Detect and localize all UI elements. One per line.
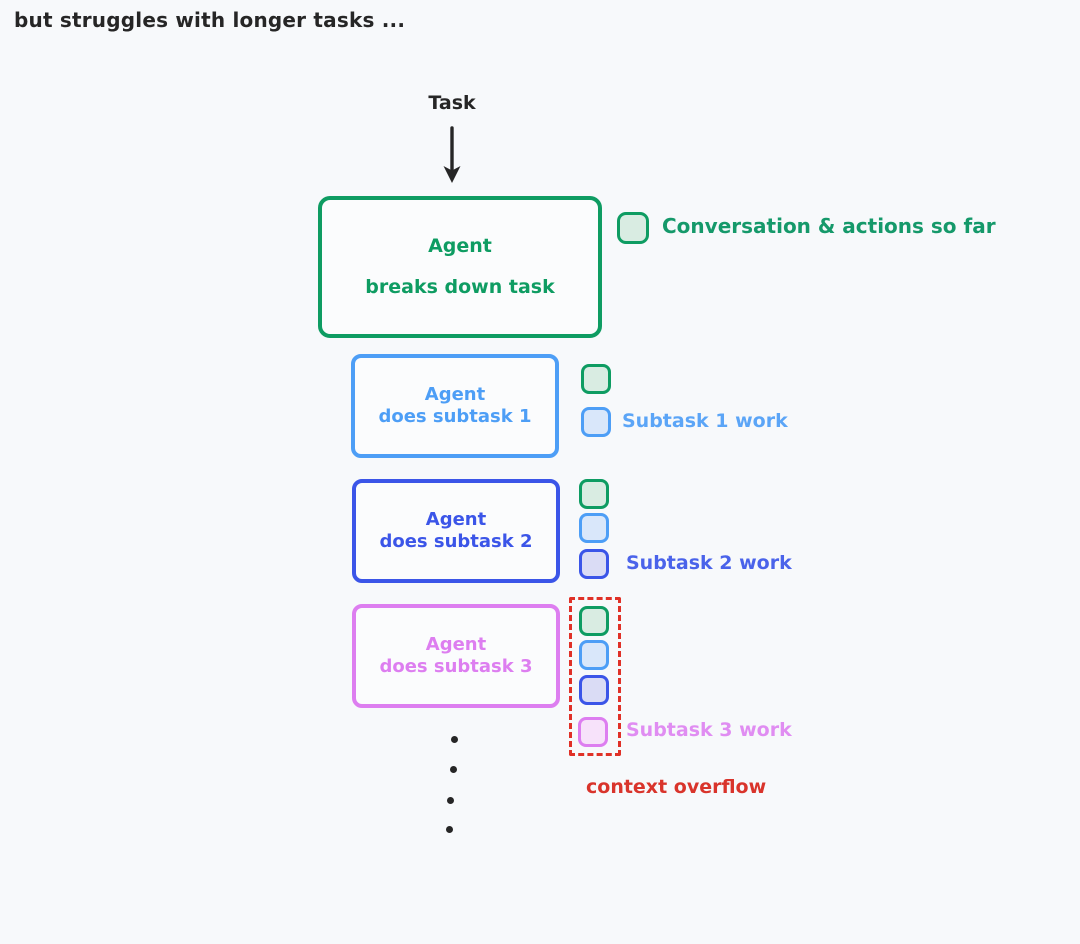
context-chip-subtask2-s3 xyxy=(579,675,609,705)
agent-box-root-line1: Agent xyxy=(428,235,492,257)
agent-box-subtask-2-line2: does subtask 2 xyxy=(379,531,533,552)
legend-label-conversation: Conversation & actions so far xyxy=(662,214,996,238)
agent-box-subtask-2[interactable]: Agent does subtask 2 xyxy=(352,479,560,583)
ellipsis-dot xyxy=(447,797,454,804)
headline-text: but struggles with longer tasks ... xyxy=(14,8,406,32)
context-chip-subtask1-s2 xyxy=(579,513,609,543)
down-arrow-icon xyxy=(443,126,461,183)
agent-box-subtask-3-line2: does subtask 3 xyxy=(379,656,533,677)
agent-box-subtask-1-line1: Agent xyxy=(424,384,486,405)
stack-label-subtask-3: Subtask 3 work xyxy=(626,719,792,741)
ellipsis-dot xyxy=(450,766,457,773)
context-chip-conversation-s2 xyxy=(579,479,609,509)
context-chip-subtask2-s2 xyxy=(579,549,609,579)
agent-box-subtask-3[interactable]: Agent does subtask 3 xyxy=(352,604,560,708)
ellipsis-dot xyxy=(451,736,458,743)
stack-label-subtask-1: Subtask 1 work xyxy=(622,410,788,432)
context-chip-conversation-s3 xyxy=(579,606,609,636)
agent-box-subtask-3-line1: Agent xyxy=(425,634,487,655)
agent-box-subtask-2-line1: Agent xyxy=(425,509,487,530)
agent-box-root[interactable]: Agent breaks down task xyxy=(318,196,602,338)
context-chip-subtask3-s3 xyxy=(578,717,608,747)
agent-box-root-line2: breaks down task xyxy=(365,276,555,298)
context-overflow-label: context overflow xyxy=(586,776,767,798)
context-chip-subtask1-s3 xyxy=(579,640,609,670)
agent-box-subtask-1-line2: does subtask 1 xyxy=(378,406,532,427)
context-chip-conversation-s1 xyxy=(581,364,611,394)
context-overflow-frame xyxy=(569,597,621,756)
agent-box-subtask-1[interactable]: Agent does subtask 1 xyxy=(351,354,559,458)
context-chip-subtask1-s1 xyxy=(581,407,611,437)
task-label: Task xyxy=(428,92,476,114)
legend-chip-conversation xyxy=(617,212,649,244)
stack-label-subtask-2: Subtask 2 work xyxy=(626,552,792,574)
ellipsis-dot xyxy=(446,826,453,833)
